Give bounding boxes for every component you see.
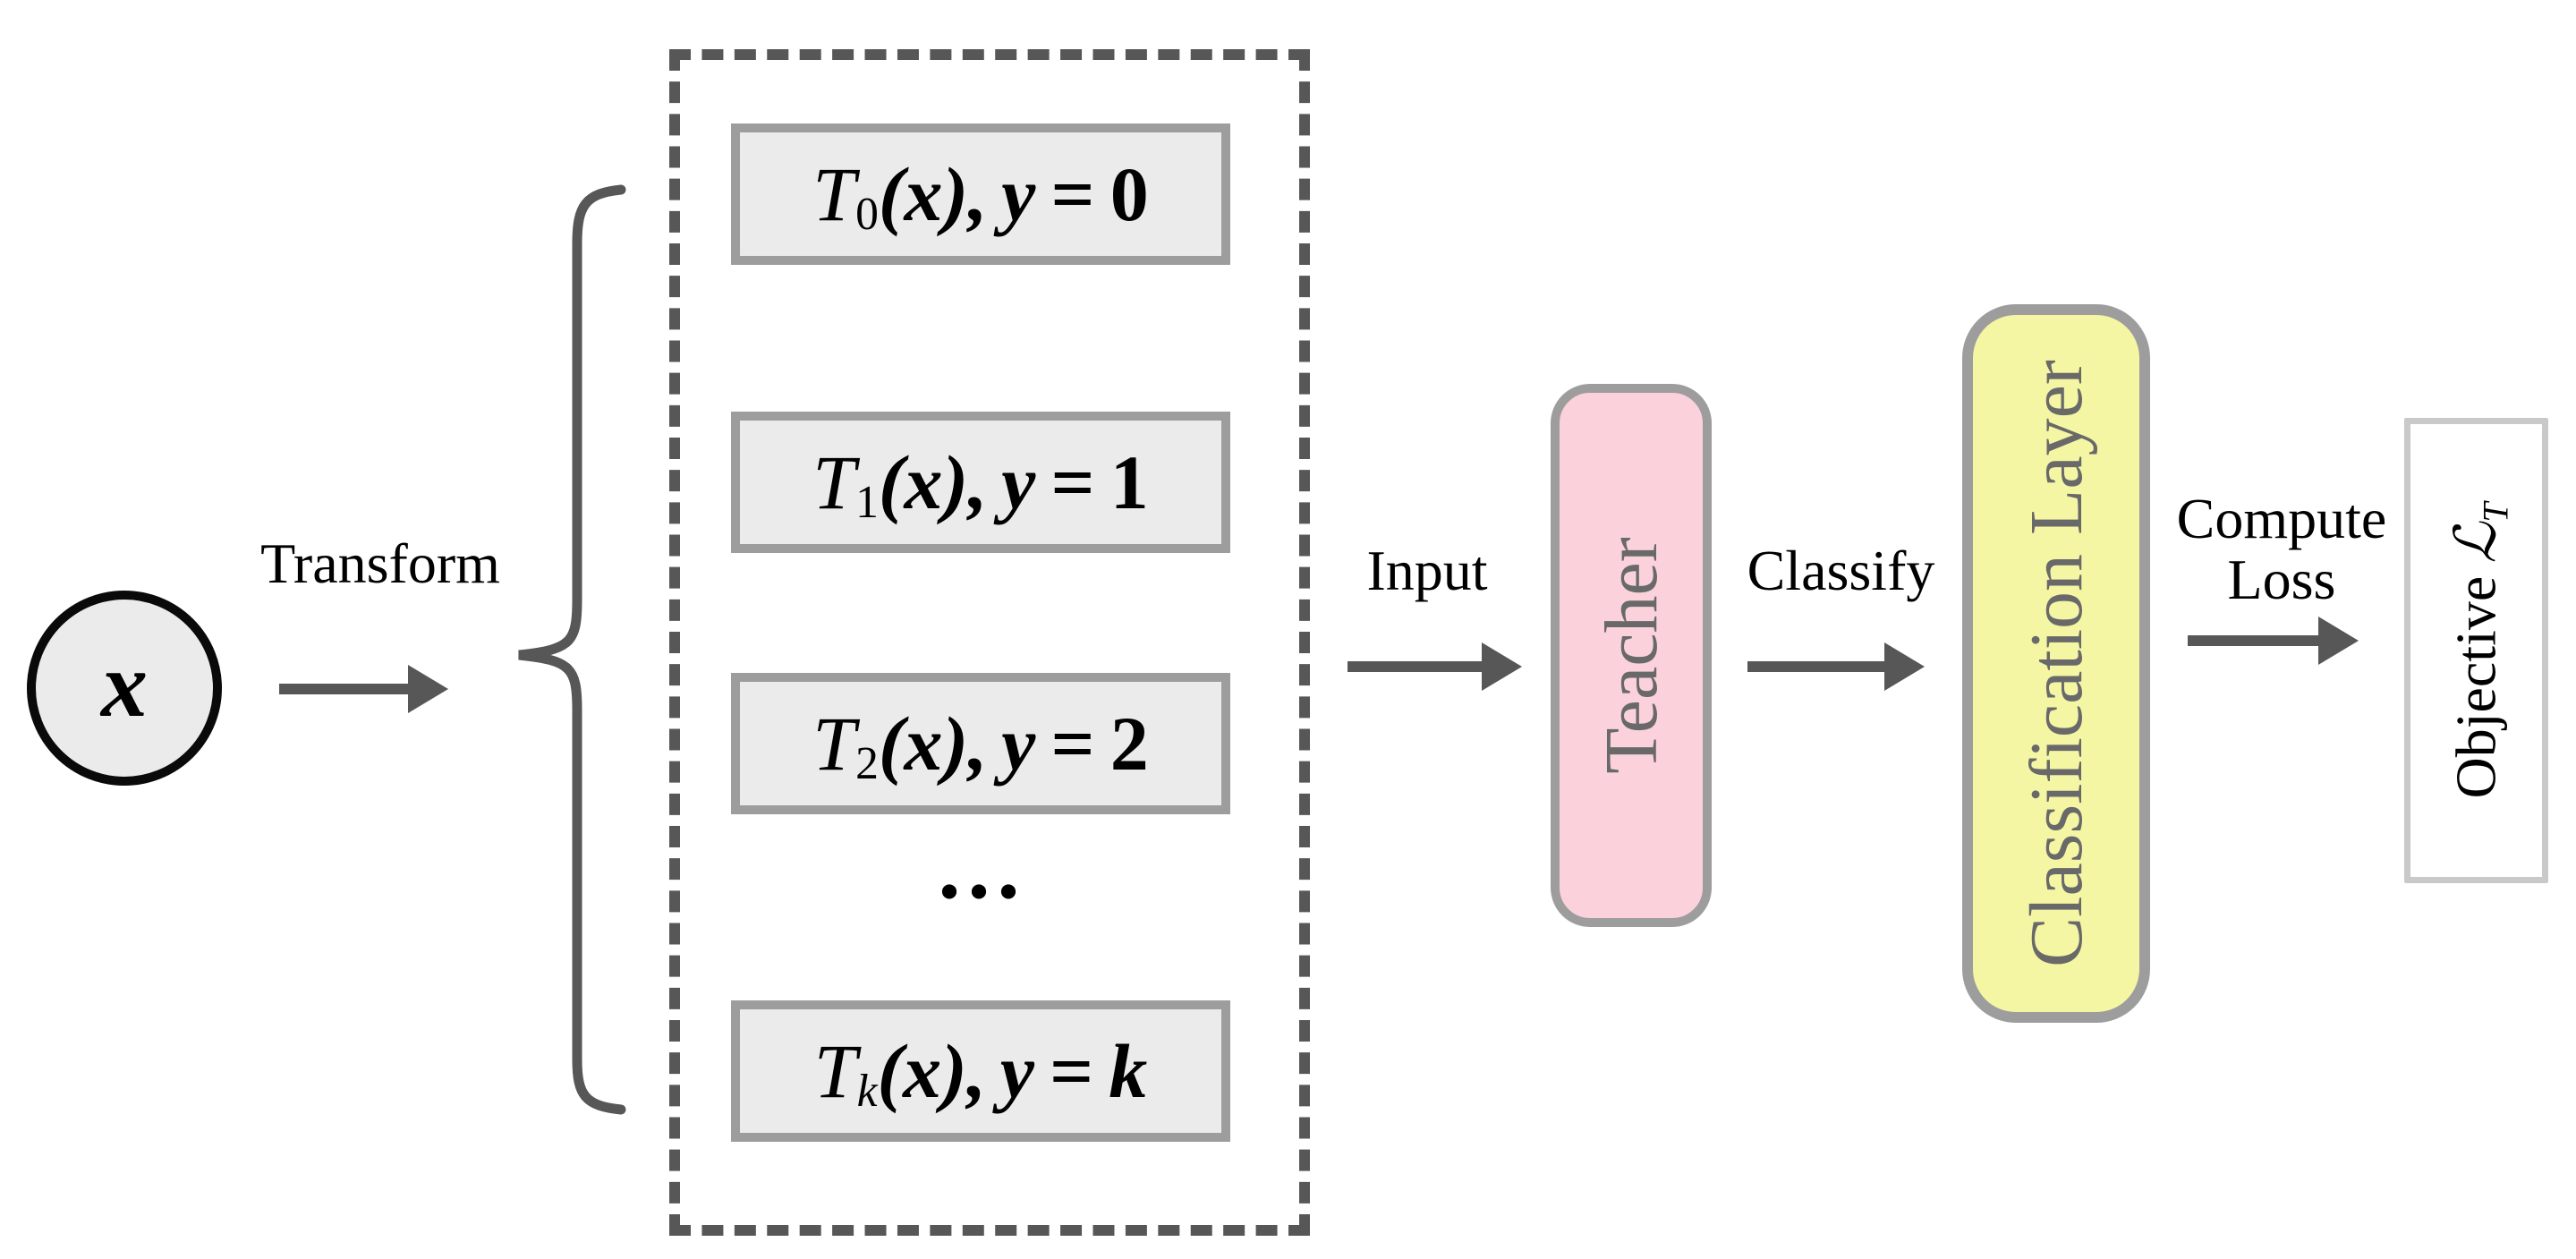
equals-sign: =: [1050, 701, 1095, 787]
transform-box-t0: T0(x),y=0: [731, 123, 1230, 265]
y-symbol: y: [999, 1028, 1034, 1114]
compute-loss-label: Compute Loss: [2165, 489, 2398, 610]
objective-prefix: Objective: [2444, 575, 2508, 799]
input-arrow: [1348, 661, 1484, 672]
input-sample-label: x: [101, 633, 148, 736]
transform-formula-t0: T0(x),y=0: [812, 149, 1148, 239]
t-symbol: T: [813, 1028, 857, 1114]
t-subscript: 0: [855, 189, 879, 241]
y-symbol: y: [1001, 701, 1036, 787]
t-symbol: T: [812, 151, 856, 237]
transform-box-tk: Tk(x),y=k: [731, 1000, 1230, 1142]
compute-loss-line2: Loss: [2227, 548, 2336, 611]
classify-arrow: [1747, 661, 1886, 672]
transform-group-box: [669, 49, 1310, 1236]
objective-label: Objective ℒT: [2444, 502, 2516, 799]
equals-sign: =: [1050, 1028, 1094, 1114]
t-argument: (x),: [877, 1028, 987, 1114]
classification-layer-node: Classification Layer: [1962, 304, 2150, 1023]
teacher-node: Teacher: [1551, 384, 1712, 927]
t-subscript: k: [856, 1066, 878, 1118]
t-symbol: T: [812, 701, 856, 787]
classification-layer-label: Classification Layer: [2014, 360, 2098, 967]
transform-formula-tk: Tk(x),y=k: [814, 1026, 1148, 1116]
objective-node: Objective ℒT: [2404, 418, 2548, 883]
compute-loss-arrow: [2188, 635, 2320, 646]
equals-sign: =: [1050, 151, 1095, 237]
transform-box-t1: T1(x),y=1: [731, 412, 1230, 553]
ellipsis-label: ...: [938, 818, 1027, 917]
y-symbol: y: [1001, 439, 1036, 525]
y-symbol: y: [1001, 151, 1036, 237]
brace-icon: [518, 184, 626, 1115]
t-symbol: T: [812, 439, 856, 525]
compute-loss-line1: Compute: [2176, 487, 2387, 550]
transform-formula-t1: T1(x),y=1: [812, 438, 1148, 527]
input-sample-node: x: [27, 591, 222, 786]
teacher-label: Teacher: [1589, 537, 1673, 774]
transform-label: Transform: [260, 532, 500, 595]
transform-formula-t2: T2(x),y=2: [812, 699, 1148, 788]
y-value: 2: [1109, 701, 1149, 787]
t-argument: (x),: [878, 701, 988, 787]
equals-sign: =: [1050, 439, 1095, 525]
classify-label: Classify: [1747, 539, 1935, 602]
y-value: k: [1109, 1028, 1148, 1114]
input-label: Input: [1366, 539, 1488, 602]
t-subscript: 2: [855, 738, 879, 790]
loss-subscript: T: [2476, 502, 2516, 523]
loss-symbol: ℒ: [2444, 522, 2508, 564]
y-value: 0: [1109, 151, 1149, 237]
t-argument: (x),: [878, 439, 988, 525]
t-subscript: 1: [855, 477, 879, 529]
y-value: 1: [1109, 439, 1149, 525]
transform-box-t2: T2(x),y=2: [731, 673, 1230, 814]
t-argument: (x),: [878, 151, 988, 237]
transform-arrow: [279, 684, 410, 694]
